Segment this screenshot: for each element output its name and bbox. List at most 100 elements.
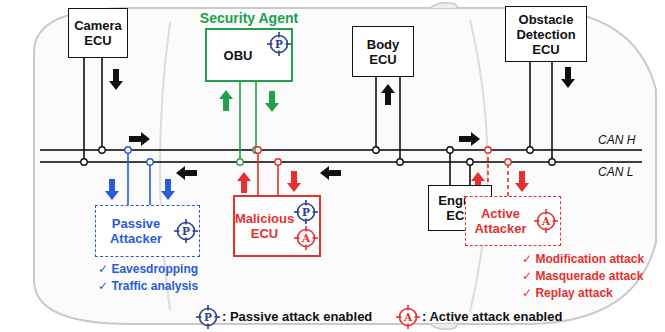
attack-icon — [174, 219, 198, 243]
bus-tap-line — [529, 62, 531, 150]
icon-tick — [174, 230, 180, 232]
node-label: Malicious ECU — [235, 211, 294, 241]
icon-tick — [313, 237, 319, 239]
capability-item: ✓ Traffic analysis — [98, 279, 198, 294]
icon-ring — [400, 309, 417, 326]
bus-junction — [99, 147, 105, 153]
icon-tick — [196, 316, 202, 318]
icon-tick — [313, 211, 319, 213]
message-arrow — [381, 84, 395, 105]
icon-tick — [193, 230, 199, 232]
capability-item: ✓ Eavesdropping — [98, 262, 198, 277]
icon-tick — [215, 316, 221, 318]
legend-text: : Active attack enabled — [422, 309, 562, 325]
message-arrow — [219, 90, 233, 111]
bus-tap-line — [551, 62, 553, 162]
bus-tap-line — [399, 77, 401, 162]
message-arrow — [515, 171, 529, 192]
icon-tick — [305, 245, 307, 251]
icon-tick — [407, 324, 409, 330]
bus-tap-line — [101, 58, 103, 150]
bus-tap-line — [239, 82, 241, 162]
capability-item: ✓ Modification attack — [522, 252, 644, 267]
ecu-box: Body ECU — [352, 26, 414, 77]
bus-tap-line — [449, 150, 451, 185]
attack-icon — [396, 305, 420, 329]
node-label: Active Attacker — [469, 206, 532, 236]
icon-tick — [305, 226, 307, 232]
message-arrow — [176, 166, 197, 180]
attack-icon — [267, 32, 291, 56]
icon-tick — [207, 305, 209, 311]
node-label: Body ECU — [356, 37, 410, 67]
bus-junction — [397, 159, 403, 165]
legend-text: : Passive attack enabled — [222, 309, 372, 325]
bus-junction — [373, 147, 379, 153]
icon-ring — [178, 223, 195, 240]
bus-junction — [125, 147, 131, 153]
icon-letter: P — [298, 205, 314, 219]
bus-name: CAN L — [598, 165, 633, 180]
node-label: Obstacle Detection ECU — [509, 12, 583, 57]
node-label: Passive Attacker — [99, 216, 173, 246]
icon-tick — [278, 32, 280, 38]
attack-icon — [534, 209, 558, 233]
windshield — [470, 20, 488, 312]
message-arrow — [561, 67, 575, 88]
message-arrow — [237, 172, 251, 193]
icon-tick — [305, 200, 307, 206]
message-arrow — [265, 91, 279, 112]
ecu-box: Camera ECU — [68, 8, 128, 58]
bus-junction — [467, 159, 473, 165]
bus-junction — [505, 159, 511, 165]
bus-junction — [447, 147, 453, 153]
icon-tick — [545, 209, 547, 215]
bus-junction — [275, 159, 281, 165]
message-arrow — [105, 179, 119, 200]
message-arrows — [105, 67, 575, 200]
message-arrow — [287, 171, 301, 192]
icon-ring — [200, 309, 217, 326]
icon-letter: P — [178, 224, 194, 238]
message-arrow — [109, 69, 123, 90]
icon-tick — [534, 220, 540, 222]
node-heading: Security Agent — [187, 10, 311, 27]
icon-ring — [538, 213, 555, 230]
bus-junction — [485, 147, 491, 153]
bus-junction — [81, 159, 87, 165]
message-arrow — [459, 132, 480, 146]
bus-junction — [237, 159, 243, 165]
icon-letter: P — [271, 37, 287, 51]
icon-tick — [267, 43, 273, 45]
icon-ring — [271, 36, 288, 53]
bus-tap-line — [149, 162, 151, 205]
icon-tick — [415, 316, 421, 318]
bus-tap-line — [277, 162, 279, 195]
icon-tick — [294, 211, 300, 213]
bus-tap-line — [507, 162, 509, 196]
bus-tap-line — [257, 150, 259, 195]
icon-letter: A — [298, 231, 314, 245]
capability-item: ✓ Replay attack — [522, 286, 613, 301]
attack-icon — [196, 305, 220, 329]
message-arrow — [320, 166, 341, 180]
attack-icon — [294, 226, 318, 250]
attack-icon — [294, 200, 318, 224]
message-arrow — [161, 179, 175, 200]
icon-tick — [185, 238, 187, 244]
icon-tick — [207, 324, 209, 330]
icon-tick — [305, 219, 307, 225]
bus-junction — [147, 159, 153, 165]
bus-tap-line — [375, 77, 377, 150]
icon-tick — [286, 43, 292, 45]
bus-junction — [255, 147, 261, 153]
node-label: Camera ECU — [72, 18, 124, 48]
icon-letter: A — [400, 310, 416, 324]
bus-junction — [549, 159, 555, 165]
icon-tick — [553, 220, 559, 222]
icon-tick — [407, 305, 409, 311]
bus-tap-line — [255, 82, 257, 150]
icon-tick — [278, 51, 280, 57]
